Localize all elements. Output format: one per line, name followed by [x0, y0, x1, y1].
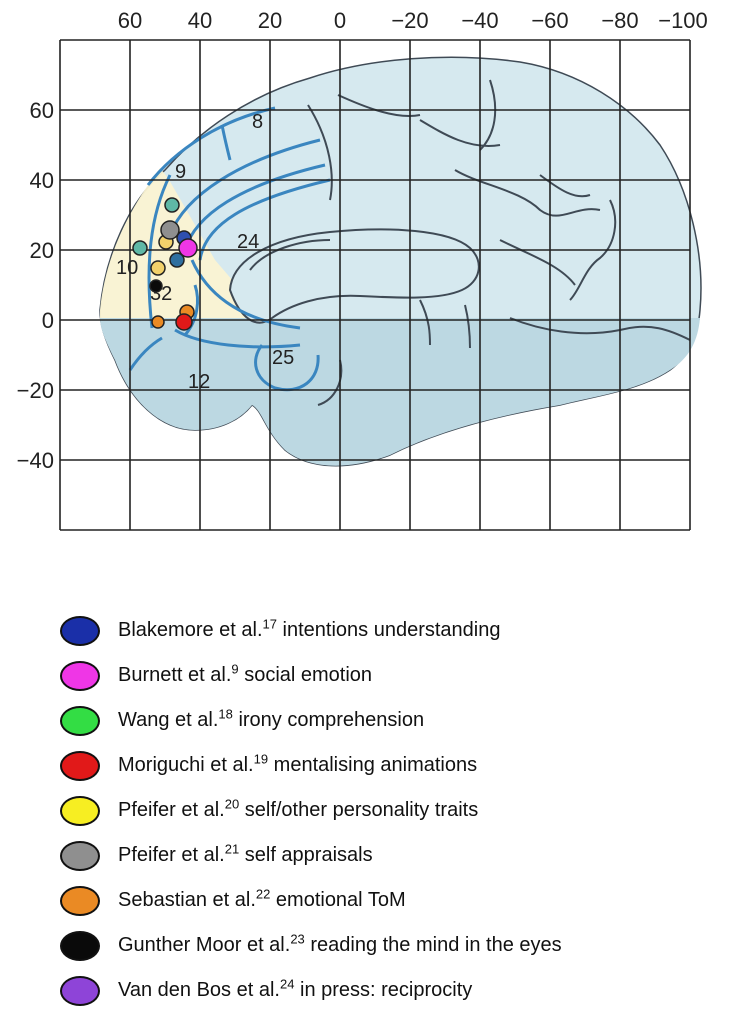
legend-item-burnett: Burnett et al.9 social emotion	[60, 653, 730, 698]
x-axis-ticks: 60 40 20 0 −20 −40 −60 −80 −100	[118, 8, 708, 33]
brain-coordinate-diagram: 60 40 20 0 −20 −40 −60 −80 −100 60 40 20…	[0, 0, 743, 560]
y-tick: −40	[17, 448, 54, 473]
marker-sebastian	[152, 316, 164, 328]
marker-wang	[165, 198, 179, 212]
x-tick: −40	[461, 8, 498, 33]
area-label-12: 12	[188, 371, 210, 393]
x-tick: −20	[391, 8, 428, 33]
marker-moriguchi	[176, 314, 192, 330]
legend-label: Van den Bos et al.24 in press: reciproci…	[118, 979, 472, 1002]
area-label-10: 10	[116, 257, 138, 279]
area-label-25: 25	[272, 347, 294, 369]
black-dot-icon	[60, 931, 100, 961]
legend-label: Pfeifer et al.20 self/other personality …	[118, 799, 478, 822]
marker-pfeifer-20	[151, 261, 165, 275]
legend-item-pfeifer-21: Pfeifer et al.21 self appraisals	[60, 833, 730, 878]
legend-label: Wang et al.18 irony comprehension	[118, 709, 424, 732]
legend-label: Burnett et al.9 social emotion	[118, 664, 372, 687]
legend-item-gunther-moor: Gunther Moor et al.23 reading the mind i…	[60, 923, 730, 968]
legend-item-moriguchi: Moriguchi et al.19 mentalising animation…	[60, 743, 730, 788]
legend-label: Gunther Moor et al.23 reading the mind i…	[118, 934, 562, 957]
yellow-dot-icon	[60, 796, 100, 826]
marker-pfeifer-21	[161, 221, 179, 239]
marker-wang	[133, 241, 147, 255]
legend-label: Moriguchi et al.19 mentalising animation…	[118, 754, 477, 777]
marker-burnett	[179, 239, 197, 257]
legend: Blakemore et al.17 intentions understand…	[60, 608, 730, 1013]
legend-label: Pfeifer et al.21 self appraisals	[118, 844, 373, 867]
x-tick: −60	[531, 8, 568, 33]
red-dot-icon	[60, 751, 100, 781]
x-tick: 40	[188, 8, 212, 33]
area-label-8: 8	[252, 111, 263, 133]
area-label-9: 9	[175, 161, 186, 183]
area-label-24: 24	[237, 231, 259, 253]
y-tick: 60	[30, 98, 54, 123]
x-tick: 60	[118, 8, 142, 33]
x-tick: −100	[658, 8, 708, 33]
legend-item-blakemore: Blakemore et al.17 intentions understand…	[60, 608, 730, 653]
legend-item-van-den-bos: Van den Bos et al.24 in press: reciproci…	[60, 968, 730, 1013]
gray-dot-icon	[60, 841, 100, 871]
marker-gunther-moor	[150, 280, 162, 292]
orange-dot-icon	[60, 886, 100, 916]
y-tick: 20	[30, 238, 54, 263]
y-tick: 0	[42, 308, 54, 333]
x-tick: −80	[601, 8, 638, 33]
y-tick: −20	[17, 378, 54, 403]
x-tick: 0	[334, 8, 346, 33]
y-axis-ticks: 60 40 20 0 −20 −40	[17, 98, 54, 473]
blue-dot-icon	[60, 616, 100, 646]
magenta-dot-icon	[60, 661, 100, 691]
legend-label: Blakemore et al.17 intentions understand…	[118, 619, 501, 642]
x-tick: 20	[258, 8, 282, 33]
y-tick: 40	[30, 168, 54, 193]
green-dot-icon	[60, 706, 100, 736]
legend-label: Sebastian et al.22 emotional ToM	[118, 889, 406, 912]
purple-dot-icon	[60, 976, 100, 1006]
legend-item-sebastian: Sebastian et al.22 emotional ToM	[60, 878, 730, 923]
legend-item-pfeifer-20: Pfeifer et al.20 self/other personality …	[60, 788, 730, 833]
legend-item-wang: Wang et al.18 irony comprehension	[60, 698, 730, 743]
